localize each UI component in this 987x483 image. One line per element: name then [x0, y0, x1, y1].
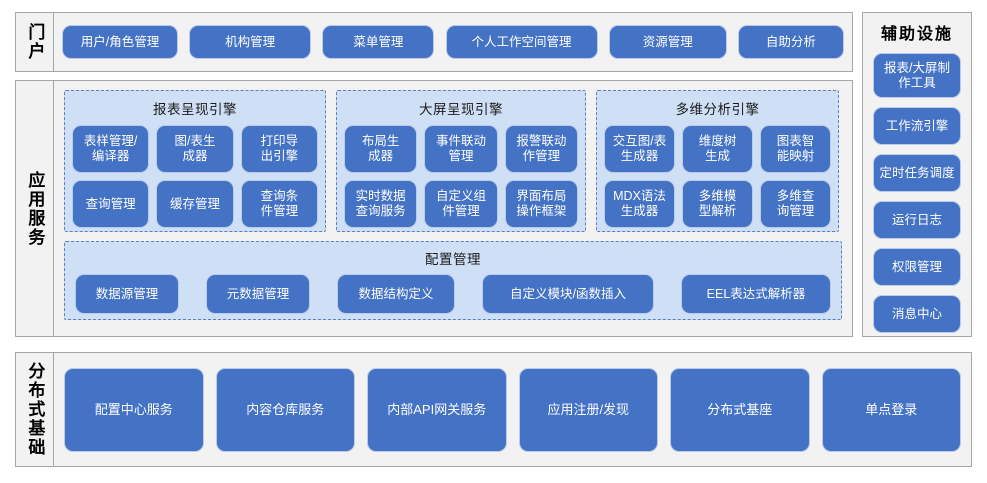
aux-item-permission-management[interactable]: 权限管理 — [873, 248, 961, 286]
aux-item-workflow-engine[interactable]: 工作流引擎 — [873, 107, 961, 145]
portal-button-resource-management[interactable]: 资源管理 — [608, 25, 727, 59]
portal-button-self-service-analysis[interactable]: 自助分析 — [737, 25, 844, 59]
screen-engine-item-alarm-action-management[interactable]: 报警联动 作管理 — [504, 125, 578, 173]
screen-engine-item-custom-component-management[interactable]: 自定义组 件管理 — [424, 180, 498, 228]
portal-button-user-role-management[interactable]: 用户/角色管理 — [62, 25, 178, 59]
distributed-foundation-body: 配置中心服务 内容仓库服务 内部API网关服务 应用注册/发现 分布式基座 单点… — [54, 353, 971, 466]
auxiliary-facilities-section: 辅助设施 报表/大屏制 作工具 工作流引擎 定时任务调度 运行日志 权限管理 消… — [862, 12, 972, 337]
portal-section-label-text: 门户 — [25, 23, 45, 61]
application-services-section: 应用服务 报表呈现引擎 表样管理/ 编译器 图/表生 成器 打印导 出引擎 查询… — [15, 80, 853, 337]
config-item-eel-expression-parser[interactable]: EEL表达式解析器 — [681, 274, 831, 314]
report-engine-item-cache-management[interactable]: 缓存管理 — [156, 180, 234, 228]
aux-item-scheduled-task-scheduler[interactable]: 定时任务调度 — [873, 154, 961, 192]
portal-button-organization-management[interactable]: 机构管理 — [189, 25, 312, 59]
report-engine-item-print-export-engine[interactable]: 打印导 出引擎 — [240, 125, 318, 173]
application-services-label-text: 应用服务 — [25, 170, 45, 247]
application-services-body: 报表呈现引擎 表样管理/ 编译器 图/表生 成器 打印导 出引擎 查询管理 缓存… — [54, 81, 852, 336]
distributed-button-row: 配置中心服务 内容仓库服务 内部API网关服务 应用注册/发现 分布式基座 单点… — [64, 367, 961, 452]
auxiliary-facilities-title: 辅助设施 — [880, 26, 953, 43]
report-engine-item-template-manager[interactable]: 表样管理/ 编译器 — [72, 125, 150, 173]
distributed-foundation-label-text: 分布式基础 — [25, 362, 45, 457]
portal-section: 门户 用户/角色管理 机构管理 菜单管理 个人工作空间管理 资源管理 自助分析 — [15, 12, 853, 72]
portal-button-row: 用户/角色管理 机构管理 菜单管理 个人工作空间管理 资源管理 自助分析 — [62, 25, 844, 59]
dist-item-application-registry-discovery[interactable]: 应用注册/发现 — [518, 367, 658, 452]
dist-item-distributed-base[interactable]: 分布式基座 — [670, 367, 810, 452]
distributed-foundation-label: 分布式基础 — [16, 353, 54, 466]
configuration-management-title: 配置管理 — [425, 252, 481, 267]
aux-item-report-screen-authoring-tool[interactable]: 报表/大屏制 作工具 — [873, 53, 961, 98]
olap-engine-item-interactive-chart-generator[interactable]: 交互图/表 生成器 — [604, 125, 675, 173]
report-engine-item-query-condition-management[interactable]: 查询条 件管理 — [240, 180, 318, 228]
report-rendering-engine-panel: 报表呈现引擎 表样管理/ 编译器 图/表生 成器 打印导 出引擎 查询管理 缓存… — [64, 90, 326, 232]
large-screen-rendering-engine-grid: 布局生 成器 事件联动 管理 报警联动 作管理 实时数据 查询服务 自定义组 件… — [344, 125, 578, 228]
dist-item-single-sign-on[interactable]: 单点登录 — [821, 367, 961, 452]
large-screen-rendering-engine-panel: 大屏呈现引擎 布局生 成器 事件联动 管理 报警联动 作管理 实时数据 查询服务… — [336, 90, 586, 232]
multidimensional-analysis-engine-panel: 多维分析引擎 交互图/表 生成器 维度树 生成 图表智 能映射 MDX语法 生成… — [596, 90, 839, 232]
olap-engine-item-chart-smart-mapping[interactable]: 图表智 能映射 — [760, 125, 831, 173]
screen-engine-item-layout-generator[interactable]: 布局生 成器 — [344, 125, 418, 173]
config-item-custom-module-function-insert[interactable]: 自定义模块/函数插入 — [482, 274, 654, 314]
report-engine-item-query-management[interactable]: 查询管理 — [72, 180, 150, 228]
engine-panel-row: 报表呈现引擎 表样管理/ 编译器 图/表生 成器 打印导 出引擎 查询管理 缓存… — [64, 90, 842, 232]
application-services-label: 应用服务 — [16, 81, 54, 336]
aux-item-runtime-log[interactable]: 运行日志 — [873, 201, 961, 239]
screen-engine-item-event-linkage-management[interactable]: 事件联动 管理 — [424, 125, 498, 173]
configuration-management-row: 数据源管理 元数据管理 数据结构定义 自定义模块/函数插入 EEL表达式解析器 — [75, 274, 831, 314]
report-rendering-engine-grid: 表样管理/ 编译器 图/表生 成器 打印导 出引擎 查询管理 缓存管理 查询条 … — [72, 125, 318, 228]
distributed-foundation-section: 分布式基础 配置中心服务 内容仓库服务 内部API网关服务 应用注册/发现 分布… — [15, 352, 972, 467]
olap-engine-item-dimension-tree-generation[interactable]: 维度树 生成 — [682, 125, 753, 173]
portal-button-menu-management[interactable]: 菜单管理 — [322, 25, 435, 59]
dist-item-config-center-service[interactable]: 配置中心服务 — [64, 367, 204, 452]
report-rendering-engine-title: 报表呈现引擎 — [153, 102, 237, 117]
olap-engine-item-mdx-syntax-generator[interactable]: MDX语法 生成器 — [604, 180, 675, 228]
portal-button-personal-workspace-management[interactable]: 个人工作空间管理 — [445, 25, 598, 59]
multidimensional-analysis-engine-title: 多维分析引擎 — [675, 102, 760, 117]
config-item-datasource-management[interactable]: 数据源管理 — [75, 274, 179, 314]
report-engine-item-chart-table-generator[interactable]: 图/表生 成器 — [156, 125, 234, 173]
config-item-data-structure-definition[interactable]: 数据结构定义 — [337, 274, 455, 314]
portal-section-label: 门户 — [16, 13, 54, 71]
screen-engine-item-ui-layout-framework[interactable]: 界面布局 操作框架 — [504, 180, 578, 228]
large-screen-rendering-engine-title: 大屏呈现引擎 — [419, 102, 503, 117]
configuration-management-panel: 配置管理 数据源管理 元数据管理 数据结构定义 自定义模块/函数插入 EEL表达… — [64, 241, 842, 320]
aux-item-message-center[interactable]: 消息中心 — [873, 295, 961, 333]
olap-engine-item-multidimensional-model-parsing[interactable]: 多维模 型解析 — [682, 180, 753, 228]
dist-item-internal-api-gateway-service[interactable]: 内部API网关服务 — [367, 367, 507, 452]
olap-engine-item-multidimensional-query-management[interactable]: 多维查 询管理 — [760, 180, 831, 228]
multidimensional-analysis-engine-grid: 交互图/表 生成器 维度树 生成 图表智 能映射 MDX语法 生成器 多维模 型… — [604, 125, 831, 228]
auxiliary-facilities-list: 报表/大屏制 作工具 工作流引擎 定时任务调度 运行日志 权限管理 消息中心 — [863, 53, 971, 333]
dist-item-content-repository-service[interactable]: 内容仓库服务 — [215, 367, 355, 452]
screen-engine-item-realtime-data-query-service[interactable]: 实时数据 查询服务 — [344, 180, 418, 228]
portal-section-body: 用户/角色管理 机构管理 菜单管理 个人工作空间管理 资源管理 自助分析 — [54, 13, 852, 71]
config-item-metadata-management[interactable]: 元数据管理 — [206, 274, 310, 314]
